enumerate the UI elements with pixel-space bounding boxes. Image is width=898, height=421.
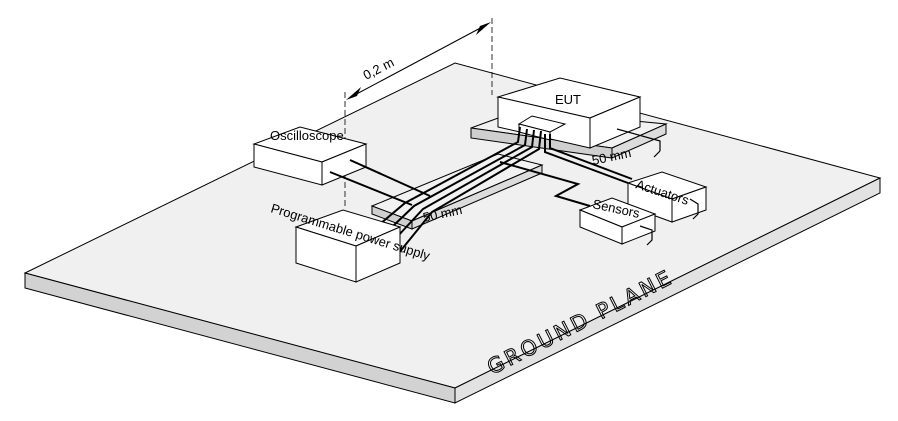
eut-label: EUT [555,92,581,107]
distance-dimension-line [350,24,487,98]
oscilloscope-box [252,126,368,186]
actuators-box [626,171,708,223]
sensors-ground-wire [639,225,653,246]
eut-ground-wire [616,128,661,158]
ground-plane-right-edge [454,177,881,404]
actuators-ground-wire [689,198,699,220]
ground-plane-top [23,62,882,389]
sensors-box [578,197,657,245]
distance-label: 0,2 m [361,55,397,83]
oscilloscope-label: Oscilloscope [270,128,344,143]
eut-box: EUT [496,77,642,149]
ground-plane [23,62,882,404]
power-supply-box [294,209,402,283]
